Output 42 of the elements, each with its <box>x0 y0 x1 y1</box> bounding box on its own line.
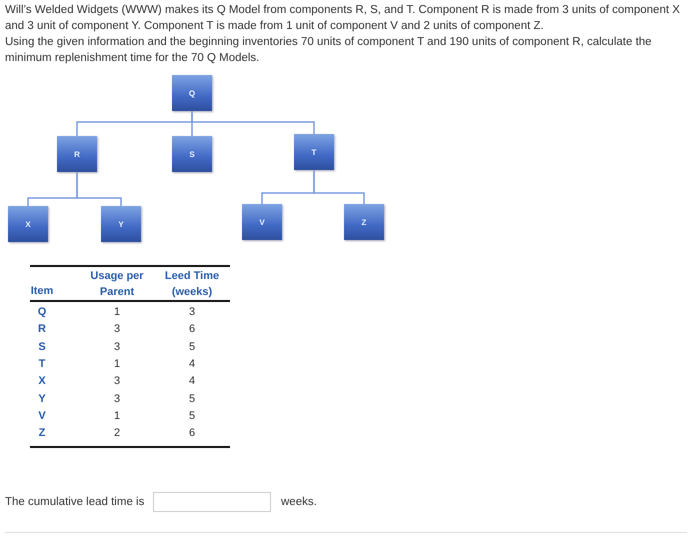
table-cell-text: 3 <box>112 323 122 336</box>
table-cell-text: 3 <box>112 375 122 388</box>
table-cell-text: 6 <box>188 427 196 440</box>
table-cell-text: S <box>37 340 47 353</box>
component-box: X <box>8 206 48 242</box>
table-cell-text: 5 <box>188 340 196 353</box>
component-box: Y <box>101 206 141 242</box>
table-cell-text: 5 <box>188 410 196 422</box>
table-cell-text: 1 <box>112 410 122 422</box>
table-cell-text: V <box>37 410 47 422</box>
connector-line <box>191 111 315 134</box>
connector-line <box>76 172 122 206</box>
table-cell-text: 1 <box>112 358 122 370</box>
column-header: Leed Time (weeks) <box>164 269 220 300</box>
component-box: T <box>294 134 334 170</box>
table-cell-text: 3 <box>112 392 122 404</box>
component-box: V <box>242 204 282 240</box>
table-cell-text: Z <box>38 427 46 440</box>
table-cell-text: 2 <box>112 427 122 440</box>
table-cell-text: 5 <box>188 392 196 404</box>
component-box: Z <box>344 204 384 240</box>
table-cell-text: 4 <box>188 358 196 370</box>
table-cell-text: Y <box>37 392 47 404</box>
problem-text: Using the given information and the beginning inventories 70 units of component T and 190 units of component R, calculate the minimum replenishment time for the 70 Q Models. <box>5 35 653 66</box>
table-cell-text: T <box>38 358 46 370</box>
table-cell-text: 3 <box>188 306 196 318</box>
component-box: Q <box>172 75 212 111</box>
table-cell-text: 6 <box>188 323 196 336</box>
problem-text: Will’s Welded Widgets (WWW) makes its Q Model from components R, S, and T. Component R is made from 3 units of component X and 3 unit of component Y. Component T is made from 1 unit of component V and 2 units of component Z. <box>5 3 681 34</box>
component-box: S <box>172 136 212 172</box>
column-header: Usage per Parent <box>89 269 145 300</box>
table-cell-text: R <box>37 323 47 336</box>
table-cell-text: 1 <box>112 306 122 318</box>
component-box: R <box>57 136 97 172</box>
table-cell-text: 4 <box>188 375 196 388</box>
column-header: Item <box>30 285 54 297</box>
table-cell-text: 3 <box>112 340 122 353</box>
table-cell-text: Q <box>36 306 48 318</box>
prompt-text: The cumulative lead time is <box>5 496 144 508</box>
unit-text: weeks. <box>281 496 317 508</box>
connector-line <box>313 170 365 204</box>
table-cell-text: X <box>37 375 47 388</box>
